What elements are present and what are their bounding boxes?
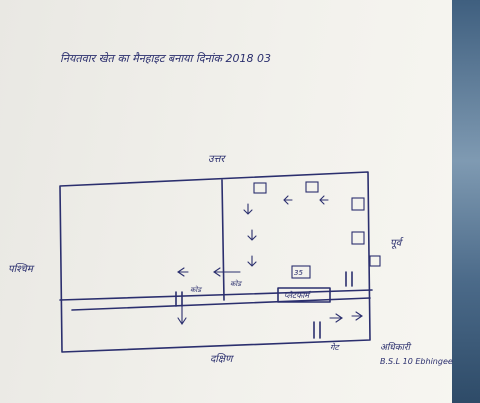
south-label: दक्षिण <box>210 353 234 365</box>
inner-lower-line <box>71 297 371 311</box>
paper-sheet <box>0 0 470 403</box>
gate-mark-3 <box>313 321 321 339</box>
blue-cloth-background <box>452 0 480 403</box>
north-label: उत्तर <box>208 154 226 165</box>
arrow-left-top-2 <box>319 195 329 205</box>
sketch-title: नियतवार खेत का मैनहाइट बनाया दिनांक 2018… <box>60 52 271 65</box>
room-label: प्लेटफार्म <box>284 290 311 300</box>
arrow-down-lower <box>177 303 187 325</box>
gate-mark-1 <box>175 291 183 307</box>
signature-code: B.S.L 10 Ebhingee <box>380 357 453 366</box>
box-6 <box>369 255 381 267</box>
box-4 <box>351 231 365 245</box>
mark-2: कोड <box>190 285 202 294</box>
box-1 <box>253 182 267 194</box>
arrow-right-bottom-1 <box>329 313 343 323</box>
vertical-divider <box>221 179 225 301</box>
mark-3: कोड <box>230 279 242 288</box>
arrow-left-top-1 <box>283 195 293 205</box>
arrow-right-bottom-2 <box>351 311 363 321</box>
room-rectangle <box>277 287 331 303</box>
horizontal-divider <box>59 289 373 301</box>
mark-1: 35 <box>294 269 303 277</box>
outer-boundary <box>59 171 371 353</box>
box-3 <box>351 197 365 211</box>
arrow-left-2 <box>177 267 189 277</box>
arrow-down-1 <box>243 203 253 215</box>
box-2 <box>305 181 319 193</box>
signature-name: अधिकारी <box>380 341 412 353</box>
west-label: पश्चिम <box>8 263 35 275</box>
east-label: पूर्व <box>390 237 404 249</box>
arrow-down-2 <box>247 229 257 241</box>
arrow-down-3 <box>247 255 257 267</box>
box-5 <box>291 265 311 279</box>
gate-mark-2 <box>345 271 353 287</box>
arrow-left-1 <box>213 267 241 277</box>
gate-label: गेट <box>330 342 341 352</box>
